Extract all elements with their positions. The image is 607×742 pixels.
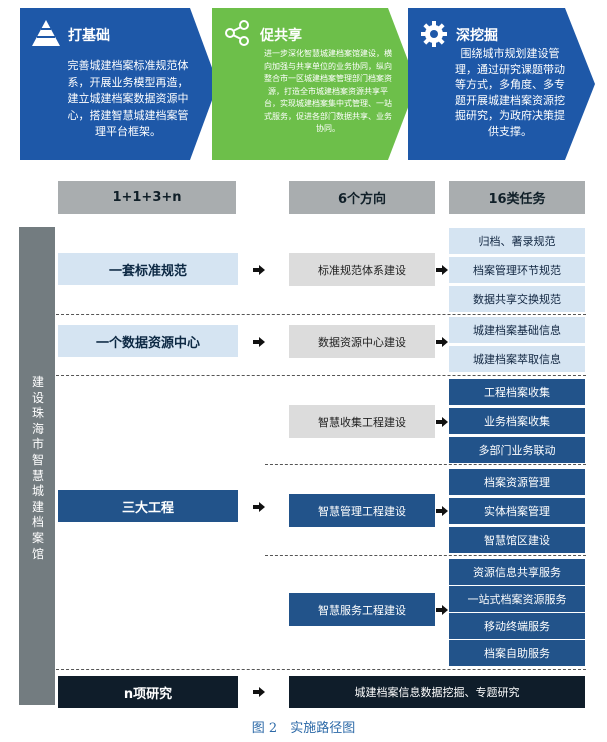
- arrow-right-icon: [436, 265, 448, 275]
- level1-data-center: 一个数据资源中心: [58, 325, 238, 357]
- direction-smart-service: 智慧服务工程建设: [289, 593, 435, 626]
- side-label: 建设珠海市智慧城建档案馆: [31, 375, 44, 561]
- arrow-right-icon: [436, 506, 448, 516]
- level1-n-research: n项研究: [58, 676, 238, 708]
- task-item: 实体档案管理: [449, 498, 585, 524]
- direction-standards: 标准规范体系建设: [289, 253, 435, 286]
- banner-body: 进一步深化智慧城建档案馆建设，横向加强与共享单位的业务协同，纵向整合市一区城建档…: [264, 49, 392, 133]
- header-directions: 6个方向: [289, 181, 435, 214]
- task-item: 业务档案收集: [449, 408, 585, 434]
- banner-mining: 深挖掘 围绕城市规划建设管理，通过研究课题带动等方式，多角度、多专题开展城建档案…: [408, 8, 595, 160]
- task-item: 一站式档案资源服务: [449, 586, 585, 612]
- task-item: 资源信息共享服务: [449, 559, 585, 585]
- figure-caption: 图 2 实施路径图: [251, 721, 356, 736]
- task-item: 工程档案收集: [449, 379, 585, 405]
- task-item: 智慧馆区建设: [449, 527, 585, 553]
- arrow-right-icon: [436, 337, 448, 347]
- direction-smart-management: 智慧管理工程建设: [289, 494, 435, 527]
- task-item: 移动终端服务: [449, 613, 585, 639]
- arrow-right-icon: [253, 337, 265, 347]
- task-item: 多部门业务联动: [449, 437, 585, 463]
- level1-three-projects: 三大工程: [58, 490, 238, 522]
- banner-title: 深挖掘: [456, 28, 498, 44]
- arrow-right-icon: [253, 265, 265, 275]
- banner-body: 完善城建档案标准规范体系，开展业务模型再造，建立城建档案数据资源中心，搭建智慧城…: [67, 59, 189, 138]
- arrow-right-icon: [436, 605, 448, 615]
- task-item: 档案资源管理: [449, 469, 585, 495]
- section-divider: [56, 314, 586, 315]
- task-item: 归档、著录规范: [449, 228, 585, 254]
- task-item: 城建档案萃取信息: [449, 346, 585, 372]
- banner-arrow-shape: [212, 8, 417, 160]
- level1-standards: 一套标准规范: [58, 253, 238, 285]
- direction-research: 城建档案信息数据挖掘、专题研究: [289, 676, 585, 708]
- task-item: 城建档案基础信息: [449, 317, 585, 343]
- task-item: 数据共享交换规范: [449, 286, 585, 312]
- banner-title: 促共享: [260, 28, 302, 44]
- section-divider: [56, 375, 586, 376]
- direction-data-center: 数据资源中心建设: [289, 325, 435, 358]
- banner-sharing: 促共享 进一步深化智慧城建档案馆建设，横向加强与共享单位的业务协同，纵向整合市一…: [212, 8, 417, 160]
- arrow-right-icon: [436, 417, 448, 427]
- side-label-band: 建设珠海市智慧城建档案馆: [19, 227, 55, 705]
- task-item: 档案管理环节规范: [449, 257, 585, 283]
- section-divider: [56, 669, 586, 670]
- section-divider: [265, 464, 586, 465]
- arrow-right-icon: [253, 502, 265, 512]
- direction-smart-collection: 智慧收集工程建设: [289, 405, 435, 438]
- banner-body: 围绕城市规划建设管理，通过研究课题带动等方式，多角度、多专题开展城建档案资源挖掘…: [455, 47, 565, 138]
- banner-foundation: 打基础 完善城建档案标准规范体系，开展业务模型再造，建立城建档案数据资源中心，搭…: [20, 8, 218, 160]
- task-item: 档案自助服务: [449, 640, 585, 666]
- banner-title: 打基础: [68, 28, 110, 44]
- banner-arrow-shape: [20, 8, 218, 160]
- section-divider: [265, 555, 586, 556]
- header-tasks: 16类任务: [449, 181, 585, 214]
- header-level1: 1+1+3+n: [58, 181, 236, 214]
- banner-arrow-shape: [408, 8, 595, 160]
- arrow-right-icon: [253, 687, 265, 697]
